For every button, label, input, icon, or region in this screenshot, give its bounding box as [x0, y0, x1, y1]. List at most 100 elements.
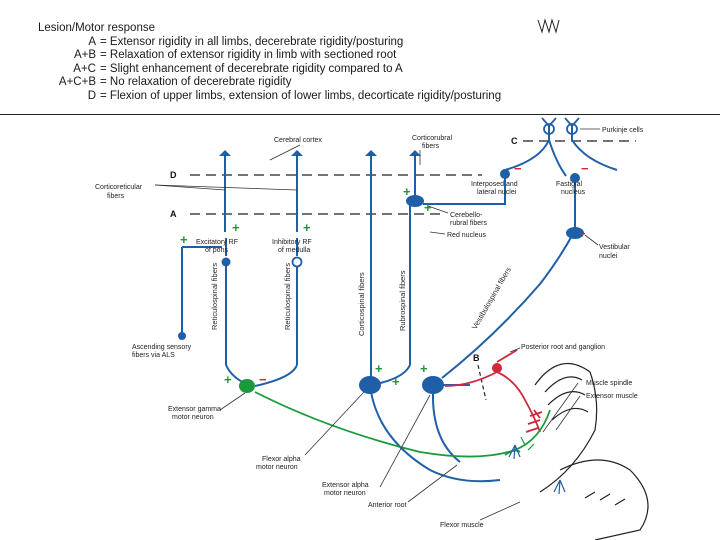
label-inhibitory-rf-1: Inhibitory RF — [272, 239, 312, 246]
label-ascending-2: fibers via ALS — [132, 352, 175, 359]
legend-item-a: A = Extensor rigidity in all limbs, decer… — [34, 36, 604, 50]
leader-lines — [154, 128, 600, 521]
neuromuscular-ending-icon — [553, 479, 566, 495]
label-corticorubral-2: fibers — [422, 143, 440, 150]
label-purkinje: Purkinje cells — [602, 127, 644, 134]
label-reticulospinal-1: Reticulospinal fibers — [210, 263, 219, 330]
label-reticulospinal-2: Reticulospinal fibers — [283, 263, 292, 330]
sign-plus: + — [392, 374, 400, 389]
lesion-c-label: C — [511, 136, 518, 146]
label-posterior-root: Posterior root and ganglion — [521, 344, 605, 351]
label-anterior-root: Anterior root — [368, 502, 407, 509]
label-vestibular-1: Vestibular — [599, 244, 630, 251]
label-excitatory-rf-1: Excitatory RF — [196, 239, 238, 246]
flexor-muscle-outline — [559, 459, 649, 540]
legend-text-ac: Slight enhancement of decerebrate rigidi… — [109, 62, 403, 75]
legend-separator: = — [100, 49, 107, 62]
muscles — [508, 363, 649, 540]
sign-plus: + — [424, 200, 432, 215]
extensor-alpha-neuron — [422, 376, 444, 394]
lesion-line-b: B — [473, 353, 487, 401]
label-ascending-1: Ascending sensory — [132, 344, 192, 351]
label-muscle-spindle: Muscle spindle — [586, 380, 632, 387]
lesion-line-c: C — [511, 136, 636, 146]
label-fastigial-1: Fastigial — [556, 181, 583, 188]
lesion-legend: Lesion/Motor response A = Extensor rigidi… — [34, 22, 604, 104]
label-cerebellorubral-1: Cerebello- — [450, 212, 483, 219]
purkinje-dendrite — [564, 117, 580, 128]
ganglion-icon — [492, 363, 502, 373]
flexor-alpha-neuron — [359, 376, 381, 394]
lesion-line-d: D — [170, 170, 482, 180]
label-extensor-alpha-1: Extensor alpha — [322, 482, 369, 489]
lesion-d-label: D — [170, 170, 177, 180]
cortical-neuron-icon — [365, 150, 377, 156]
label-extensor-muscle: Extensor muscle — [586, 393, 638, 400]
cortical-neuron-icon — [409, 150, 421, 156]
purkinje-cell — [566, 123, 578, 135]
label-extensor-alpha-2: motor neuron — [324, 490, 366, 497]
legend-text-a: Extensor rigidity in all limbs, decerebr… — [109, 35, 404, 48]
gamma-efferent-pathway — [254, 391, 551, 458]
gamma-ending-icon — [520, 436, 535, 451]
cortical-neuron-icon — [219, 150, 231, 156]
afferent-pathway — [444, 349, 543, 433]
legend-separator: = — [100, 89, 107, 102]
sign-minus: − — [259, 372, 267, 387]
ascending-sensory-neuron — [178, 332, 186, 340]
extensor-muscle-outline — [534, 363, 598, 493]
neuromuscular-ending-icon — [508, 444, 521, 460]
label-cerebellorubral-2: rubral fibers — [450, 220, 487, 227]
sign-plus: + — [375, 361, 383, 376]
inhibitory-rf-neuron — [291, 256, 303, 268]
sign-plus: + — [303, 220, 311, 235]
lesion-a-label: A — [170, 209, 177, 219]
label-corticoreticular-2: fibers — [107, 193, 125, 200]
flexor-muscle-fibers — [584, 491, 626, 506]
legend-key-acb: A+C+B — [58, 76, 96, 89]
legend-key-d: D — [87, 89, 96, 102]
legend-item-d: D= Flexion of upper limbs, extension of … — [34, 90, 604, 104]
interposed-nucleus-icon — [500, 169, 510, 179]
sign-plus: + — [420, 361, 428, 376]
purkinje-cells — [541, 117, 580, 135]
extensor-gamma-neuron — [239, 379, 255, 393]
neuron-somata — [178, 169, 584, 394]
descending-pathways — [181, 126, 618, 483]
label-cerebral-cortex: Cerebral cortex — [274, 137, 322, 144]
label-vestibular-2: nuclei — [599, 253, 618, 260]
cortical-neurons — [219, 150, 421, 156]
synapse-signs: + + + + + + + + + − − − − — [180, 161, 589, 389]
legend-title: Lesion/Motor response — [38, 22, 155, 34]
sign-minus: − — [514, 161, 522, 176]
red-nucleus-icon — [406, 195, 424, 207]
decorative-scribble — [537, 18, 560, 34]
fastigial-nucleus-icon — [570, 173, 580, 183]
legend-item-ac: A+C = Slight enhancement of decerebrate r… — [34, 63, 604, 77]
sign-plus: + — [403, 184, 411, 199]
label-interposed-2: lateral nuclei — [477, 189, 517, 196]
legend-key-ab: A+B — [73, 49, 96, 62]
label-inhibitory-rf-2: of medulla — [278, 247, 310, 254]
sign-plus: + — [224, 372, 232, 387]
legend-key-ac: A+C — [73, 62, 96, 75]
legend-key-a: A — [88, 35, 96, 48]
lesion-b-label: B — [473, 353, 480, 363]
label-flexor-muscle: Flexor muscle — [440, 522, 484, 529]
label-fastigial-2: nucleus — [561, 189, 586, 196]
label-excitatory-rf-2: of pons — [205, 247, 228, 254]
legend-item-ab: A+B= Relaxation of extensor rigidity in … — [34, 49, 604, 63]
label-corticorubral-1: Corticorubral — [412, 135, 453, 142]
legend-separator: = — [100, 35, 107, 48]
legend-separator: = — [100, 62, 107, 75]
title-divider — [0, 114, 720, 115]
sign-minus: − — [581, 161, 589, 176]
sign-plus: + — [180, 232, 188, 247]
label-red-nucleus: Red nucleus — [447, 232, 486, 239]
cortical-neuron-icon — [291, 150, 303, 156]
label-rubrospinal: Rubrospinal fibers — [398, 270, 407, 331]
legend-text-acb: No relaxation of decerebrate rigidity — [109, 76, 292, 89]
label-extensor-gamma-1: Extensor gamma — [168, 406, 221, 413]
